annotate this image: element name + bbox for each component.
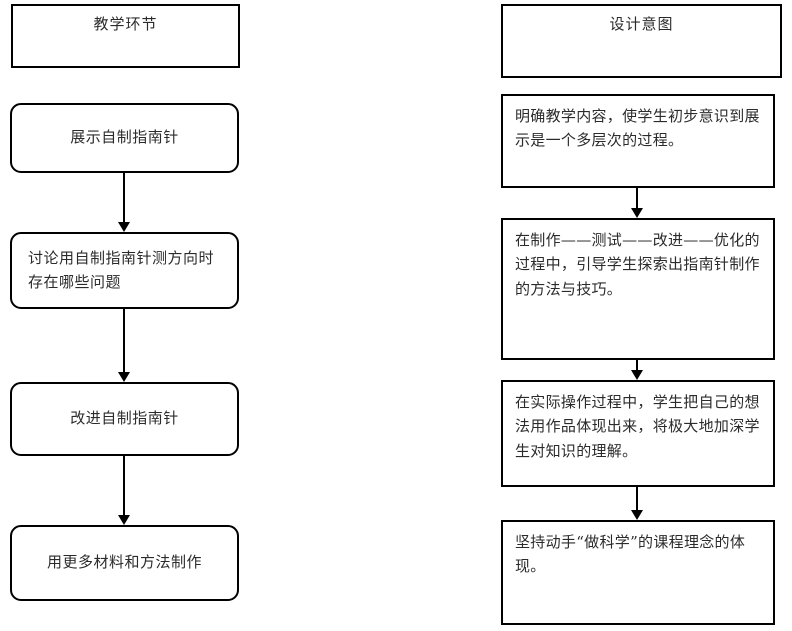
- intent-box-make-test-improve-optimize[interactable]: 在制作——测试——改进——优化的过程中，引导学生探索出指南针制作的方法与技巧。: [501, 218, 775, 360]
- arrow-shaft: [636, 188, 639, 208]
- intent-box-hands-on-understanding[interactable]: 在实际操作过程中，学生把自己的想法用作品体现出来，将极大地加深学生对知识的理解。: [501, 380, 775, 487]
- arrow-down-icon-right-3: [630, 487, 644, 520]
- process-box-show-homemade-compass[interactable]: 展示自制指南针: [10, 103, 239, 173]
- column-header-teaching-steps-label: 教学环节: [93, 15, 158, 33]
- arrow-shaft: [123, 173, 126, 222]
- intent-box-make-test-improve-optimize-label: 在制作——测试——改进——优化的过程中，引导学生探索出指南针制作的方法与技巧。: [515, 231, 760, 298]
- arrow-down-icon-left-3: [117, 456, 131, 525]
- intent-box-clarify-content-label: 明确教学内容，使学生初步意识到展示是一个多层次的过程。: [515, 107, 760, 150]
- arrow-down-icon-right-1: [630, 188, 644, 218]
- process-box-discuss-problems[interactable]: 讨论用自制指南针测方向时存在哪些问题: [10, 232, 239, 309]
- column-header-teaching-steps: 教学环节: [11, 4, 240, 68]
- arrow-head: [118, 515, 130, 525]
- process-box-more-materials-label: 用更多材料和方法制作: [46, 553, 202, 572]
- intent-box-clarify-content[interactable]: 明确教学内容，使学生初步意识到展示是一个多层次的过程。: [501, 94, 775, 188]
- arrow-down-icon-right-2: [630, 360, 644, 380]
- arrow-down-icon-left-1: [117, 173, 131, 232]
- process-box-improve-compass-label: 改进自制指南针: [70, 409, 179, 428]
- arrow-head: [631, 510, 643, 520]
- intent-box-doing-science-philosophy-label: 坚持动手“做科学”的课程理念的体现。: [515, 533, 746, 576]
- intent-box-hands-on-understanding-label: 在实际操作过程中，学生把自己的想法用作品体现出来，将极大地加深学生对知识的理解。: [515, 393, 760, 460]
- arrow-head: [631, 208, 643, 218]
- column-header-design-intent: 设计意图: [501, 4, 782, 78]
- arrow-head: [631, 370, 643, 380]
- process-box-improve-compass[interactable]: 改进自制指南针: [10, 382, 239, 456]
- process-box-more-materials[interactable]: 用更多材料和方法制作: [10, 525, 239, 601]
- intent-box-doing-science-philosophy[interactable]: 坚持动手“做科学”的课程理念的体现。: [501, 520, 775, 625]
- arrow-head: [118, 222, 130, 232]
- arrow-shaft: [123, 309, 126, 372]
- arrow-shaft: [636, 360, 639, 370]
- arrow-down-icon-left-2: [117, 309, 131, 382]
- arrow-shaft: [123, 456, 126, 515]
- process-box-show-homemade-compass-label: 展示自制指南针: [70, 128, 179, 147]
- process-box-discuss-problems-label: 讨论用自制指南针测方向时存在哪些问题: [28, 249, 215, 291]
- arrow-head: [118, 372, 130, 382]
- column-header-design-intent-label: 设计意图: [609, 15, 674, 33]
- arrow-shaft: [636, 487, 639, 510]
